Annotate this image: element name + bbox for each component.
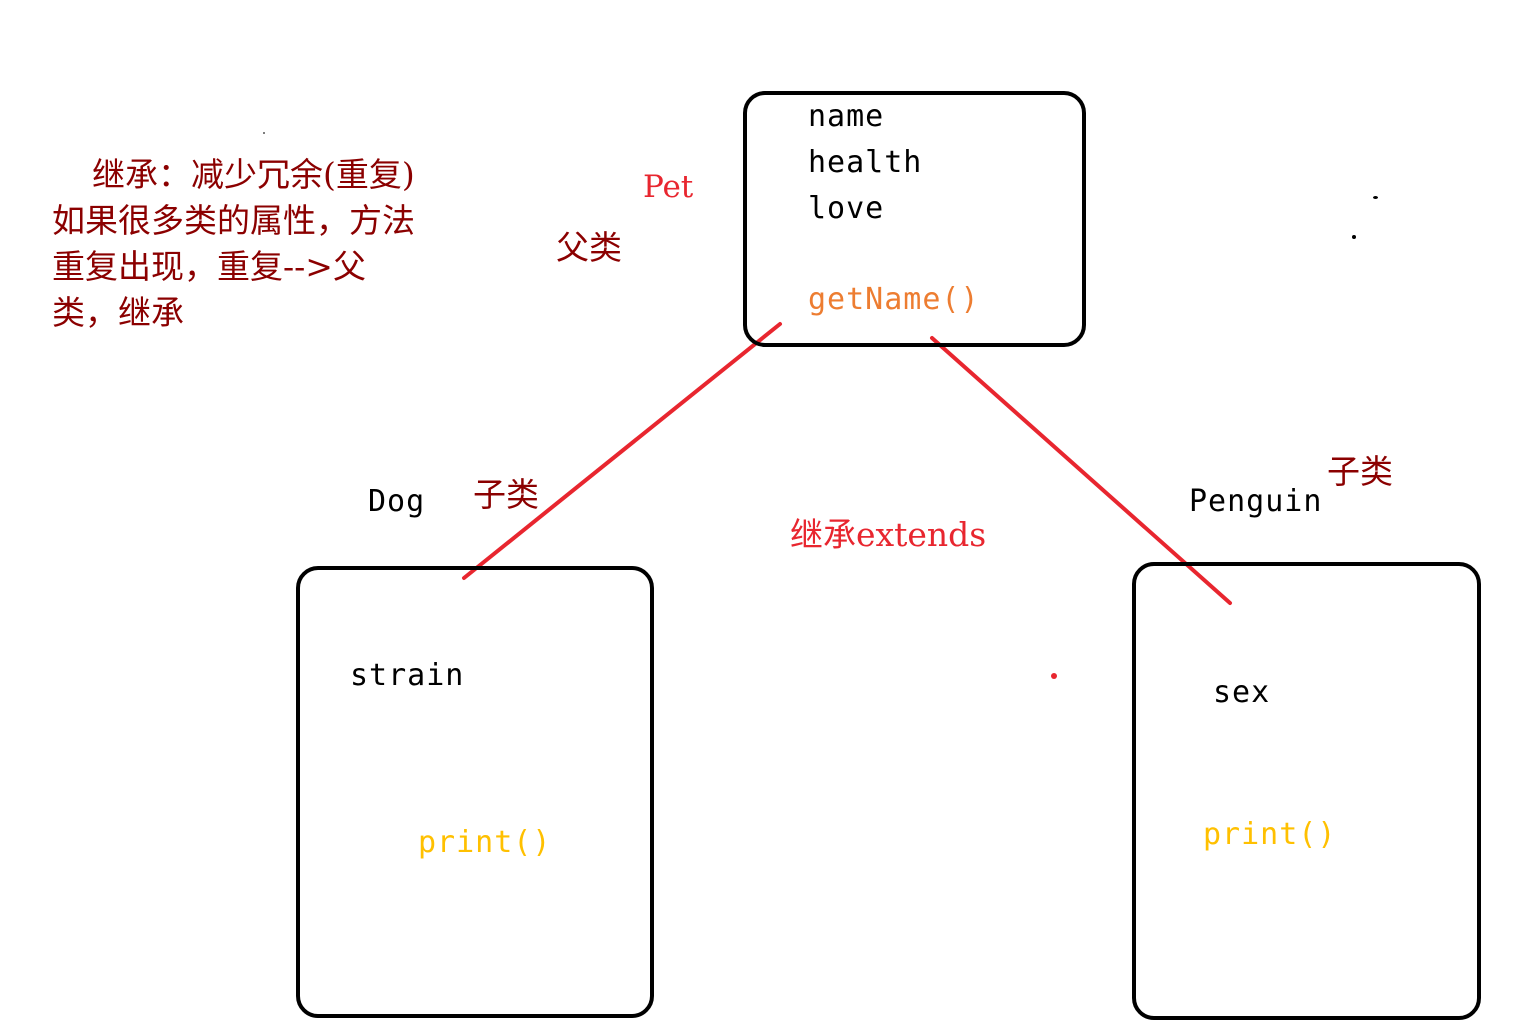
dog-class-name: Dog	[368, 484, 426, 519]
pet-field-name: name	[808, 99, 885, 134]
inheritance-line-penguin	[930, 336, 1232, 605]
stray-dot-red	[1051, 673, 1057, 679]
dog-role-label: 子类	[473, 475, 539, 514]
inheritance-line-dog	[462, 322, 782, 580]
pet-field-love: love	[808, 191, 885, 226]
penguin-field-sex: sex	[1213, 675, 1271, 710]
note-line-3: 重复出现，重复-->父	[52, 247, 366, 286]
stray-dot-black	[1352, 235, 1356, 239]
note-line-2: 如果很多类的属性，方法	[52, 201, 415, 240]
dog-field-strain: strain	[350, 658, 465, 693]
note-line-4: 类，继承	[52, 293, 184, 332]
parent-class-name: Pet	[643, 169, 694, 205]
pet-class-box	[743, 91, 1086, 347]
note-line-1: 继承：减少冗余(重复)	[92, 155, 415, 194]
penguin-class-name: Penguin	[1189, 484, 1323, 519]
dog-method-print: print()	[418, 825, 552, 860]
stray-dot-gray	[263, 132, 265, 134]
inheritance-note: 继承：减少冗余(重复) 如果很多类的属性，方法 重复出现，重复-->父 类，继承	[52, 152, 472, 336]
stray-dot-black	[1373, 196, 1378, 199]
pet-field-health: health	[808, 145, 923, 180]
parent-role-label: 父类	[556, 228, 622, 267]
pet-method-getname: getName()	[808, 282, 980, 317]
penguin-class-box	[1132, 562, 1481, 1020]
inheritance-label: 继承extends	[790, 515, 987, 554]
dog-class-box	[296, 566, 654, 1018]
penguin-method-print: print()	[1203, 817, 1337, 852]
penguin-role-label: 子类	[1327, 452, 1393, 491]
